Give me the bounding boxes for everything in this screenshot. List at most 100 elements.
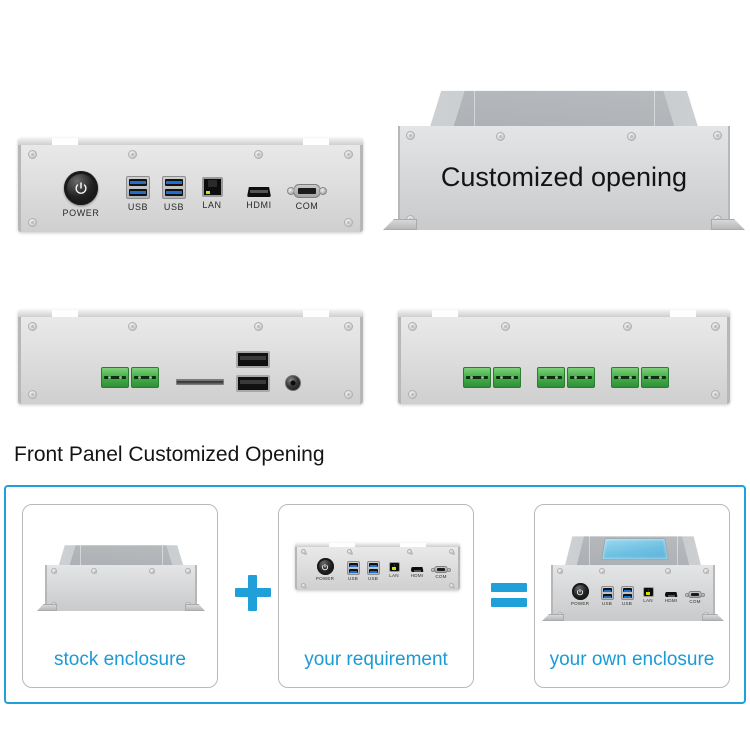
io-front-panel-mini: POWER USB — [295, 543, 460, 590]
com-port-icon[interactable] — [685, 591, 705, 598]
panel-face — [398, 317, 730, 404]
lan-port-icon[interactable] — [201, 177, 223, 197]
usb-port-pair[interactable] — [346, 561, 360, 575]
port-label-lan: LAN — [643, 598, 653, 603]
power-button[interactable] — [571, 583, 589, 600]
port-label-hdmi: HDMI — [246, 200, 272, 210]
usb-port[interactable] — [602, 588, 612, 592]
usb-port[interactable] — [622, 594, 632, 598]
usb-port[interactable] — [348, 569, 358, 573]
usb-port[interactable] — [165, 189, 183, 196]
screw — [407, 549, 413, 555]
usb-port[interactable] — [602, 594, 612, 598]
screw — [254, 150, 263, 159]
port-group-lan[interactable]: LAN — [191, 177, 233, 210]
terminal-block[interactable] — [611, 367, 639, 388]
screw — [254, 322, 263, 331]
usb-port[interactable] — [368, 569, 378, 573]
card-your-requirement[interactable]: POWER USB — [278, 504, 474, 688]
com-port-icon[interactable] — [287, 184, 327, 198]
terminal-pin — [659, 376, 662, 379]
port-group-com[interactable]: COM — [681, 591, 709, 604]
terminal-slot — [540, 376, 562, 379]
terminal-block[interactable] — [493, 367, 521, 388]
port-group-power[interactable]: POWER — [567, 583, 593, 606]
screw — [51, 568, 57, 574]
port-group-power[interactable]: POWER — [53, 171, 109, 218]
screw — [128, 322, 137, 331]
usb-port[interactable] — [165, 179, 183, 186]
usb-port[interactable] — [348, 563, 358, 567]
terminal-block[interactable] — [567, 367, 595, 388]
port-group-usb-1[interactable]: USB — [597, 586, 617, 606]
port-group-hdmi[interactable]: HDMI — [405, 567, 429, 578]
power-button[interactable] — [64, 171, 98, 205]
terminal-block[interactable] — [131, 367, 159, 388]
port-group-usb-2[interactable]: USB — [155, 176, 193, 212]
card-stock-enclosure[interactable]: stock enclosure — [22, 504, 218, 688]
screw — [501, 322, 510, 331]
sim-card-slot[interactable] — [176, 379, 224, 385]
customization-formula-panel: stock enclosure — [4, 485, 746, 704]
hdmi-port-icon[interactable] — [664, 592, 678, 597]
com-pins — [437, 568, 445, 571]
power-button[interactable] — [316, 558, 334, 575]
dc-power-jack[interactable] — [285, 375, 301, 391]
port-group-lan[interactable]: LAN — [384, 562, 404, 578]
screw — [91, 568, 97, 574]
panel-top-lip — [398, 310, 730, 317]
panel-face — [18, 317, 363, 404]
usb-port[interactable] — [236, 351, 270, 368]
port-group-hdmi[interactable]: HDMI — [236, 187, 282, 210]
customized-opening-caption: Customized opening — [440, 162, 688, 192]
screw — [344, 150, 353, 159]
mounting-foot-right — [185, 604, 205, 611]
card-caption-stock-enclosure: stock enclosure — [53, 649, 186, 670]
lan-port-icon[interactable] — [388, 562, 400, 572]
usb-port[interactable] — [129, 189, 147, 196]
port-group-com[interactable]: COM — [427, 566, 455, 579]
port-group-hdmi[interactable]: HDMI — [659, 592, 683, 603]
port-group-usb-1[interactable]: USB — [119, 176, 157, 212]
usb-port-pair[interactable] — [600, 586, 614, 600]
screw — [711, 390, 720, 399]
port-group-usb-1[interactable]: USB — [343, 561, 363, 581]
terminal-block[interactable] — [641, 367, 669, 388]
terminal-slot — [570, 376, 592, 379]
port-label-power: POWER — [62, 208, 100, 218]
usb-port[interactable] — [368, 563, 378, 567]
operator-plus — [233, 571, 273, 615]
hdmi-port-icon[interactable] — [410, 567, 424, 572]
port-label-hdmi: HDMI — [664, 598, 678, 603]
terminal-pin — [500, 376, 503, 379]
usb-port[interactable] — [236, 375, 270, 392]
port-group-com[interactable]: COM — [279, 184, 335, 211]
terminal-pin — [629, 376, 632, 379]
plain-enclosure — [37, 541, 205, 611]
terminal-pin — [618, 376, 621, 379]
port-group-lan[interactable]: LAN — [638, 587, 658, 603]
rear-panel-terminals-view — [398, 310, 730, 404]
port-group-power[interactable]: POWER — [311, 558, 339, 581]
screw — [711, 322, 720, 331]
port-group-usb-2[interactable]: USB — [617, 586, 637, 606]
usb-port[interactable] — [129, 179, 147, 186]
card-your-own-enclosure[interactable]: POWER USB USB — [534, 504, 730, 688]
usb-port-pair[interactable] — [620, 586, 634, 600]
usb-port-pair[interactable] — [366, 561, 380, 575]
terminal-block[interactable] — [537, 367, 565, 388]
usb-port-pair[interactable] — [126, 176, 150, 199]
com-screw-right — [447, 568, 451, 572]
screw — [344, 218, 353, 227]
port-label-hdmi: HDMI — [410, 573, 424, 578]
terminal-block[interactable] — [101, 367, 129, 388]
hdmi-port-icon[interactable] — [247, 187, 271, 197]
com-port-icon[interactable] — [431, 566, 451, 573]
screw — [665, 568, 671, 574]
terminal-block[interactable] — [463, 367, 491, 388]
usb-port[interactable] — [622, 588, 632, 592]
screw — [713, 131, 722, 140]
lan-port-icon[interactable] — [642, 587, 654, 597]
port-group-usb-2[interactable]: USB — [363, 561, 383, 581]
usb-port-pair[interactable] — [162, 176, 186, 199]
